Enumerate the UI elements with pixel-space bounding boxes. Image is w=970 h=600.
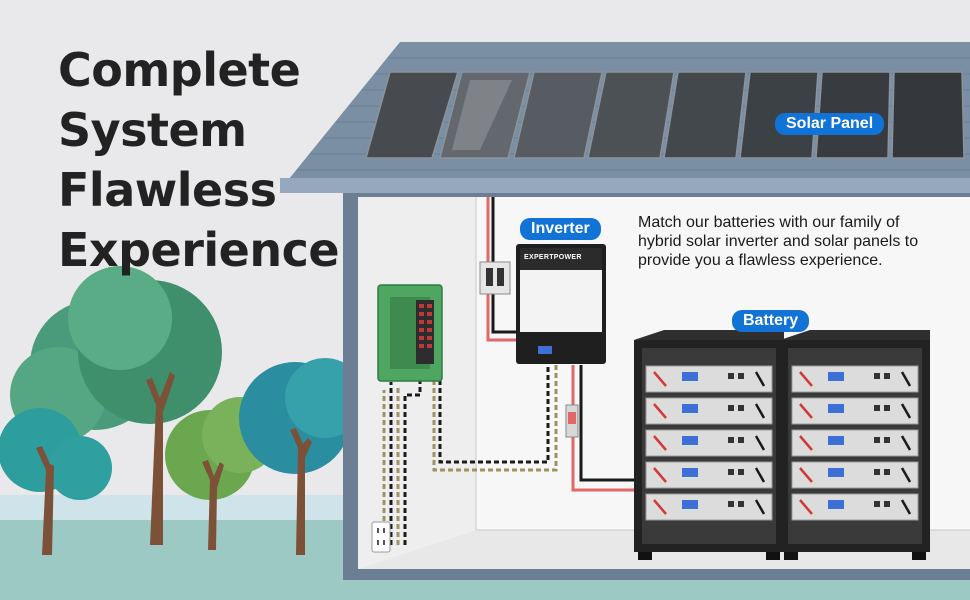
- inverter-label: Inverter: [520, 218, 601, 240]
- battery-label: Battery: [732, 310, 810, 332]
- solar-panel-label: Solar Panel: [775, 113, 885, 135]
- solar-panel: [891, 71, 965, 159]
- description: Match our batteries with our family of h…: [638, 214, 919, 269]
- headline: Complete System Flawless Experience: [58, 40, 340, 280]
- pv-disconnect: [479, 261, 511, 295]
- solar-panel: [663, 71, 747, 159]
- tree-trunk: [202, 460, 224, 550]
- interior-left-wall: [358, 197, 476, 569]
- wires: [382, 197, 640, 545]
- battery-module: [791, 397, 919, 425]
- headline-line: Flawless: [58, 163, 277, 217]
- battery-module: [791, 365, 919, 393]
- wall-outlet: [371, 521, 391, 553]
- battery-module: [791, 429, 919, 457]
- battery-fuse: [565, 404, 579, 438]
- tree-crown: [68, 266, 172, 370]
- battery-module: [645, 461, 773, 489]
- headline-line: Experience: [58, 223, 340, 277]
- roof-edge: [280, 178, 970, 193]
- tree-trunk: [290, 428, 312, 555]
- solar-panel: [365, 71, 460, 159]
- battery-module: [645, 365, 773, 393]
- tree-trunk: [36, 446, 54, 555]
- inverter-unit: [516, 244, 606, 364]
- tree-trunk: [146, 372, 175, 545]
- breaker-box: [377, 284, 443, 382]
- headline-line: System: [58, 103, 247, 157]
- battery-module: [645, 397, 773, 425]
- battery-module: [645, 429, 773, 457]
- tree-crown: [48, 436, 112, 500]
- battery-module: [645, 493, 773, 521]
- solar-panel: [587, 71, 675, 159]
- inverter-brand-logo: EXPERTPOWER: [524, 254, 582, 261]
- battery-module: [791, 461, 919, 489]
- solar-panel: [513, 71, 603, 159]
- solar-panel: [439, 71, 531, 159]
- headline-line: Complete: [58, 43, 301, 97]
- battery-racks: [634, 330, 930, 560]
- battery-module: [791, 493, 919, 521]
